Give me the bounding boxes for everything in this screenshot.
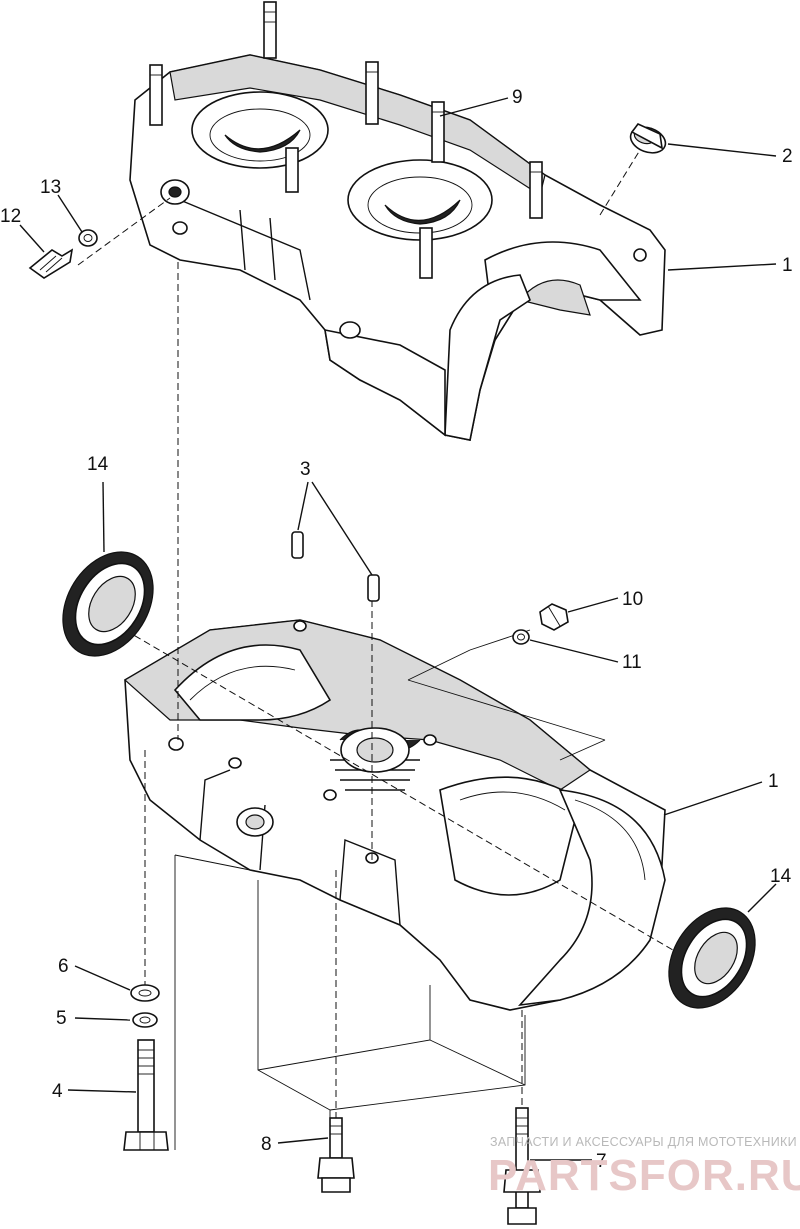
- watermark-logo: PARTSFOR.RU: [488, 1151, 800, 1200]
- part-5-lockwasher: [132, 1012, 158, 1028]
- callout-8: 8: [261, 1134, 272, 1155]
- callout-13: 13: [40, 177, 61, 198]
- callout-12: 12: [0, 206, 21, 227]
- watermark-tagline: ЗАПЧАСТИ И АКСЕССУАРЫ ДЛЯ МОТОТЕХНИКИ: [490, 1135, 797, 1149]
- part-3-dowels: [291, 531, 380, 602]
- part-14-oil-seal-right: [668, 907, 756, 1009]
- part-10-screw: [539, 603, 569, 631]
- callout-7: 7: [596, 1151, 607, 1172]
- callout-3: 3: [300, 459, 311, 480]
- part-11-lockwasher: [512, 629, 530, 645]
- cylinder-studs: [149, 1, 543, 279]
- callout-14-left: 14: [87, 454, 109, 475]
- callout-2: 2: [782, 146, 793, 167]
- part-7-stud: [503, 1107, 541, 1225]
- upper-crankcase: [129, 1, 666, 441]
- assembly-guide-lines: [77, 149, 691, 1150]
- callout-9: 9: [512, 87, 523, 108]
- part-14-oil-seal-left: [62, 551, 154, 657]
- part-12-fitting: [28, 248, 74, 279]
- crankshaft-bearing-area: [330, 727, 421, 791]
- part-6-washer: [130, 984, 160, 1002]
- callout-5: 5: [56, 1008, 67, 1029]
- callout-14-right: 14: [770, 866, 792, 887]
- part-8-stud: [317, 1117, 355, 1193]
- part-2-plug: [629, 123, 667, 154]
- callout-11: 11: [622, 652, 642, 673]
- callout-1-lower: 1: [768, 771, 779, 792]
- part-4-bolt: [123, 1039, 169, 1151]
- callout-4: 4: [52, 1081, 63, 1102]
- callout-labels: 9 2 1 13 12 14 3 10 11 1 14 6 5 4 8 7: [0, 87, 793, 1172]
- callout-10: 10: [622, 589, 643, 610]
- callout-1-upper: 1: [782, 255, 793, 276]
- lower-crankcase: [123, 619, 666, 1011]
- leader-lines: [19, 97, 777, 1161]
- callout-6: 6: [58, 956, 69, 977]
- watermark: ЗАПЧАСТИ И АКСЕССУАРЫ ДЛЯ МОТОТЕХНИКИ PA…: [488, 1135, 800, 1200]
- part-13-washer: [78, 229, 98, 247]
